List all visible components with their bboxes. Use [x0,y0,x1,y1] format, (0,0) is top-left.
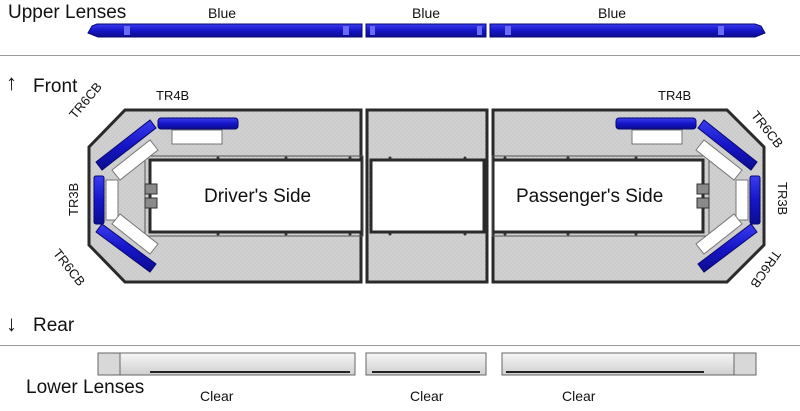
lower-lens-center [365,352,487,376]
upper-lens-label-center: Blue [412,5,441,21]
passenger-tr6cb-bottom-module [695,213,758,273]
upper-lens-right [489,23,766,38]
center-housing [365,108,489,284]
rear-arrow-icon: ↓ [6,311,17,336]
driver-tr4b-module [157,117,239,145]
passenger-side-housing [491,108,766,284]
upper-section-divider [0,55,800,56]
lower-lenses-title: Lower Lenses [26,377,145,398]
driver-tr3b-module [93,175,119,225]
lower-section-divider [0,345,800,346]
passenger-tr3b-module [735,175,761,225]
driver-tr6cb-top-module [95,119,159,181]
rear-label: Rear [33,315,75,336]
lower-lens-label-left: Clear [200,388,234,404]
passenger-tr4b-module [615,117,697,145]
passenger-tr4b-label: TR4B [658,88,692,103]
upper-lens-left [87,23,363,38]
front-label: Front [33,76,78,97]
passenger-tr3b-label: TR3B [775,182,790,216]
upper-lens-label-left: Blue [208,5,237,21]
frame-rivets [216,156,638,236]
driver-side-label: Driver's Side [204,186,312,207]
upper-lenses-title: Upper Lenses [8,2,127,23]
lower-lens-left [97,352,356,376]
lower-lens-right [501,352,757,376]
upper-lens-label-right: Blue [598,5,627,21]
driver-tr4b-label: TR4B [156,88,190,103]
upper-lens-center [365,23,487,38]
passenger-tr6cb-top-module [695,119,758,181]
passenger-side-label: Passenger's Side [516,186,664,207]
lower-lens-label-right: Clear [562,388,596,404]
driver-tr6cb-bottom-module [95,213,159,273]
driver-tr3b-label: TR3B [66,182,81,216]
front-arrow-icon: ↑ [6,70,17,95]
lower-lens-label-center: Clear [410,388,444,404]
driver-side-housing [87,108,364,284]
